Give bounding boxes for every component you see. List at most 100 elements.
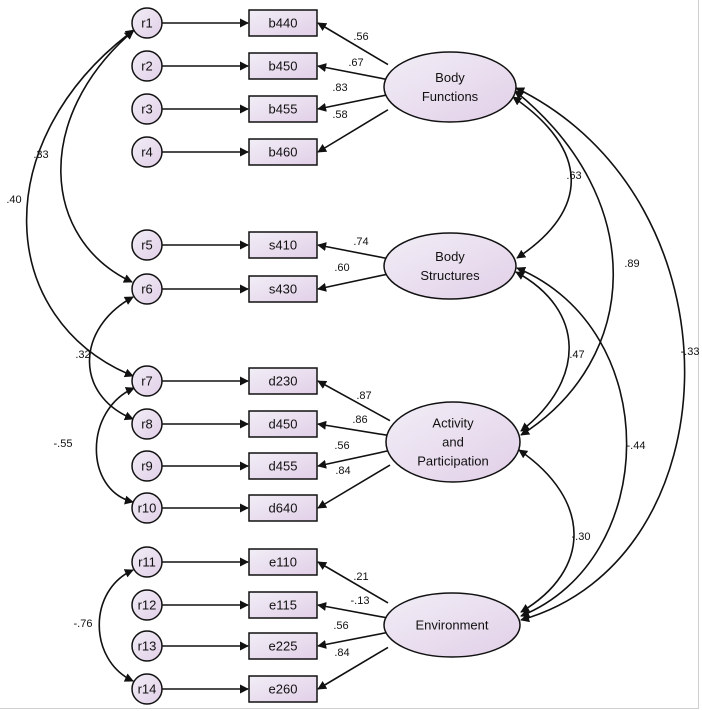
indicator-label-d230: d230: [269, 374, 298, 389]
loading-path-d450: [317, 420, 391, 437]
latent-covariance-label-body-functions-activity-participation: .89: [624, 258, 639, 270]
latent-label-body-functions-2: Functions: [422, 89, 479, 104]
latent-covariance-label-body-structures-activity-participation: .47: [569, 349, 584, 361]
indicator-box-b460: [248, 138, 318, 166]
latent-label-body-functions-1: Body: [435, 70, 465, 85]
loading-path-e260: [317, 646, 389, 690]
error-circle-r7: [131, 365, 163, 397]
error-circle-r12: [131, 589, 163, 621]
loading-label-e260: .84: [334, 647, 349, 659]
indicator-box-d455: [248, 452, 318, 480]
indicator-box-e110: [248, 548, 318, 576]
error-covariance-label-r1-r6: .33: [33, 149, 48, 161]
error-label-r5: r5: [141, 238, 153, 253]
error-circle-r2: [131, 50, 163, 82]
latent-covariance-body-functions-body-structures: [512, 96, 573, 259]
latent-covariance-label-body-functions-body-structures: .63: [566, 170, 581, 182]
latent-covariance-label-body-functions-environment: -.33: [681, 346, 700, 358]
error-covariance-label-r6-r8: .32: [75, 349, 90, 361]
error-label-r2: r2: [141, 59, 153, 74]
indicator-box-s410: [248, 231, 318, 259]
error-covariance-label-r1-r7: .40: [6, 194, 21, 206]
error-label-r11: r11: [138, 555, 156, 570]
latent-covariance-activity-participation-environment: [518, 449, 575, 613]
error-circle-r9: [131, 450, 163, 482]
indicator-label-e225: e225: [269, 639, 298, 654]
indicator-box-e115: [248, 591, 318, 619]
loading-label-e225: .56: [333, 620, 348, 632]
latent-covariance-body-functions-activity-participation: [514, 90, 615, 436]
indicator-box-e225: [248, 632, 318, 660]
error-circle-r5: [131, 229, 163, 261]
indicator-box-e260: [248, 675, 318, 703]
error-label-r10: r10: [138, 501, 157, 516]
latent-label-body-structures-2: Structures: [420, 268, 480, 283]
latent-ellipse-activity-participation: [385, 401, 521, 483]
error-label-r3: r3: [141, 102, 153, 117]
error-covariance-r7-r10: [95, 387, 135, 505]
indicator-box-d640: [248, 494, 318, 522]
error-label-r7: r7: [141, 374, 153, 389]
latent-label-activity-participation-1: Activity: [432, 416, 474, 431]
indicator-box-d450: [248, 410, 318, 438]
latent-ellipse-environment: [383, 592, 521, 658]
error-circle-r3: [131, 93, 163, 125]
loading-label-b455: .83: [332, 82, 347, 94]
loading-path-s410: [317, 242, 389, 260]
loading-label-b460: .58: [332, 109, 347, 121]
loading-path-s430: [317, 273, 389, 292]
error-circle-r14: [131, 673, 163, 705]
loading-label-d450: .86: [352, 414, 367, 426]
error-label-r13: r13: [138, 639, 157, 654]
loading-label-b440: .56: [353, 31, 368, 43]
error-label-r6: r6: [141, 282, 153, 297]
indicator-label-b450: b450: [269, 59, 298, 74]
error-circle-r10: [131, 492, 163, 524]
latent-label-activity-participation-2: and: [442, 435, 464, 450]
latent-covariance-label-body-structures-environment: -.44: [627, 440, 646, 452]
error-circle-r1: [131, 7, 163, 39]
indicator-label-e260: e260: [269, 682, 298, 697]
indicator-box-b455: [248, 95, 318, 123]
loading-path-b450: [317, 63, 389, 81]
loading-path-e115: [317, 602, 389, 619]
loading-path-d455: [317, 449, 391, 469]
error-circle-r11: [131, 546, 163, 578]
indicator-label-s410: s410: [269, 238, 297, 253]
error-covariance-r11-r14: [98, 569, 134, 682]
loading-path-d640: [317, 464, 391, 509]
latent-label-activity-participation-3: Participation: [417, 454, 489, 469]
error-label-r12: r12: [138, 598, 157, 613]
latent-covariance-body-structures-activity-participation: [515, 271, 570, 432]
indicator-box-b440: [248, 9, 318, 37]
latent-covariance-body-structures-environment: [516, 266, 628, 618]
latent-ellipse-body-functions: [383, 51, 517, 123]
loading-label-e110: .21: [353, 571, 368, 583]
loading-label-d640: .84: [335, 465, 350, 477]
loading-label-d455: .56: [334, 440, 349, 452]
loading-label-s430: .60: [334, 262, 349, 274]
indicator-label-b440: b440: [269, 16, 298, 31]
loading-label-s410: .74: [353, 236, 368, 248]
indicator-label-e110: e110: [269, 555, 297, 570]
indicator-box-d230: [248, 367, 318, 395]
error-circle-r4: [131, 136, 163, 168]
loading-label-e115: -.13: [351, 595, 370, 607]
indicator-label-e115: e115: [269, 598, 297, 613]
error-covariance-label-r7-r10: -.55: [54, 438, 73, 450]
loading-path-e225: [317, 631, 389, 649]
error-covariance-r1-r7: [25, 29, 135, 378]
error-label-r14: r14: [138, 682, 157, 697]
latent-label-body-structures-1: Body: [435, 249, 465, 264]
error-circle-r13: [131, 630, 163, 662]
error-covariance-label-r11-r14: -.76: [74, 618, 93, 630]
indicator-label-b460: b460: [269, 145, 298, 160]
error-label-r9: r9: [141, 459, 153, 474]
loading-path-b440: [317, 22, 389, 66]
indicator-label-d450: d450: [269, 417, 298, 432]
indicator-box-s430: [248, 275, 318, 303]
latent-ellipse-body-structures: [383, 232, 517, 300]
error-circle-r6: [131, 273, 163, 305]
latent-covariance-body-functions-environment: [515, 87, 686, 623]
